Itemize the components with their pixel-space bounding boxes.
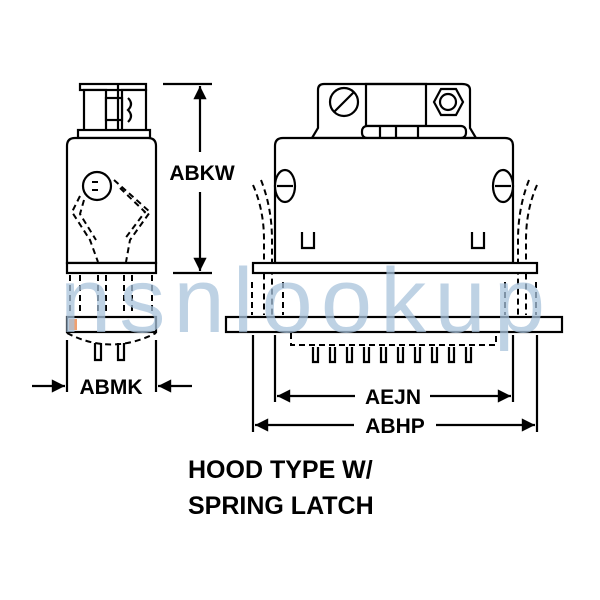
hex-nut-icon (432, 87, 465, 117)
slotted-screw-icon (328, 86, 360, 118)
dimension-abkw: ABKW (163, 82, 235, 275)
caption-line-1: HOOD TYPE W/ (188, 456, 373, 484)
dimension-aejn: AEJN (273, 335, 515, 409)
label-abhp: ABHP (365, 415, 425, 438)
side-clamp (76, 82, 152, 140)
side-flange-lower (65, 315, 158, 334)
top-block (310, 82, 478, 140)
side-flange-upper (65, 261, 158, 275)
front-body (273, 136, 515, 265)
side-view (65, 82, 158, 362)
dimension-abmk: ABMK (32, 340, 192, 399)
caption-line-2: SPRING LATCH (188, 492, 374, 520)
label-abmk: ABMK (80, 376, 143, 399)
dimension-abhp: ABHP (251, 335, 539, 438)
front-flange-lower (224, 315, 564, 334)
front-view (224, 82, 564, 364)
front-flange-upper (251, 261, 539, 275)
label-aejn: AEJN (365, 386, 421, 409)
side-body (65, 136, 158, 265)
label-abkw: ABKW (169, 162, 234, 185)
side-pins (93, 343, 126, 362)
front-pins (311, 347, 473, 364)
marker (69, 319, 77, 330)
screw-icon (81, 170, 113, 202)
watermark: nsnlookup (60, 250, 545, 352)
